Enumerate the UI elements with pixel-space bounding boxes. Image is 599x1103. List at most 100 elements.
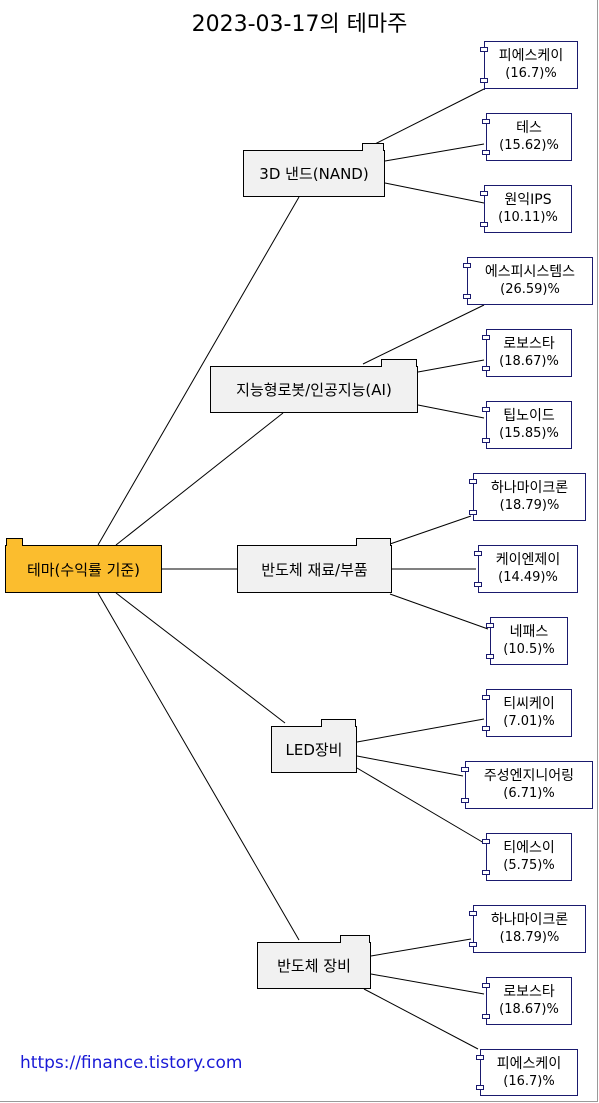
folder-tab [362,143,384,151]
theme-label: 반도체 재료/부품 [261,560,368,579]
stock-node: 원익IPS (10.11)% [480,185,572,233]
stock-name: 네패스 [509,624,549,640]
edge-t5-s3 [363,988,479,1050]
edge-root-theme-4 [115,592,286,724]
edge-t3-s1 [389,515,472,545]
stock-change: (14.49)% [498,570,558,585]
component-port [482,438,490,443]
stock-change: (18.67)% [499,1002,559,1017]
theme-label: 3D 낸드(NAND) [259,165,369,183]
stock-change: (15.85)% [499,426,559,441]
stock-change: (18.79)% [499,498,560,513]
component-port [482,870,490,875]
component-port [482,695,490,700]
stock-node: 로보스타 (18.67)% [482,977,572,1025]
stock-node: 하나마이크론 (18.79)% [469,905,586,953]
component-port [461,767,469,772]
stock-node: 에스피시스템스 (26.59)% [463,257,593,305]
folder-tab [356,538,391,546]
component-port [486,654,494,659]
component-port [463,294,471,299]
folder-tab [6,538,23,546]
folder-tab [340,935,370,943]
footer-link[interactable]: https://finance.tistory.com [20,1053,243,1073]
edge-t1-s3 [384,182,485,204]
stock-change: (10.11)% [498,210,558,225]
stock-node: 하나마이크론 (18.79)% [469,473,586,521]
edge-t3-s3 [389,593,489,630]
stock-name: 하나마이크론 [490,480,569,496]
theme-node-semiconductor-equipment: 반도체 장비 [257,935,371,989]
stock-name: 티에스이 [503,840,555,856]
stock-name: 티씨케이 [503,696,555,712]
edge-t1-s2 [384,143,485,162]
component-port [482,335,490,340]
stock-node: 티에스이 (5.75)% [482,833,572,881]
component-port [476,1055,484,1060]
edge-t4-s3 [356,767,485,844]
component-port [469,911,477,916]
component-port [480,191,488,196]
component-port [482,407,490,412]
component-port [482,839,490,844]
stock-change: (6.71)% [503,786,555,801]
stock-change: (5.75)% [503,858,555,873]
edge-t4-s2 [356,755,464,777]
theme-node-robot-ai: 지능형로봇/인공지능(AI) [210,359,418,413]
stock-node: 팁노이드 (15.85)% [482,401,572,449]
theme-node-3d-nand: 3D 낸드(NAND) [243,143,385,197]
edge-t5-s2 [370,973,485,995]
component-port [482,119,490,124]
stock-change: (16.7)% [505,66,557,81]
component-port [482,366,490,371]
component-port [474,582,482,587]
stock-name: 피에스케이 [496,1055,562,1072]
stock-name: 하나마이크론 [490,912,569,928]
component-port [463,263,471,268]
root-label: 테마(수익률 기준) [26,560,141,579]
component-port [474,551,482,556]
edge-t5-s1 [370,938,472,957]
component-port [480,222,488,227]
stock-name: 피에스케이 [498,48,564,64]
component-port [482,983,490,988]
component-port [469,479,477,484]
stock-node: 피에스케이 (16.7)% [476,1049,578,1096]
stock-node: 케이엔제이 (14.49)% [474,545,578,593]
component-port [482,1014,490,1019]
stock-change: (10.5)% [503,642,555,657]
component-port [461,798,469,803]
theme-node-led-equipment: LED장비 [271,719,357,773]
edge-t2-s3 [417,404,485,419]
component-port [482,150,490,155]
component-port [480,47,488,52]
stock-node: 로보스타 (18.67)% [482,329,572,377]
stock-change: (16.7)% [503,1073,555,1089]
stock-name: 팁노이드 [503,408,555,424]
theme-label: 지능형로봇/인공지능(AI) [236,381,392,399]
edge-root-theme-2 [115,412,284,546]
stock-name: 에스피시스템스 [484,264,576,280]
stock-name: 로보스타 [503,336,555,352]
theme-node-semiconductor-materials: 반도체 재료/부품 [237,538,392,593]
component-port [476,1085,484,1090]
stock-change: (26.59)% [500,282,560,297]
theme-label: 반도체 장비 [277,957,351,975]
stock-node: 주성엔지니어링 (6.71)% [461,761,593,809]
stock-name: 원익IPS [504,192,552,208]
stock-name: 로보스타 [503,984,555,1000]
stock-node: 테스 (15.62)% [482,113,572,161]
component-port [482,726,490,731]
stock-change: (7.01)% [503,714,555,729]
stock-name: 케이엔제이 [495,552,561,568]
component-port [469,942,477,947]
stock-name: 주성엔지니어링 [483,768,575,784]
stock-node: 피에스케이 (16.7)% [480,41,578,90]
stock-change: (18.67)% [499,354,559,369]
folder-tab [381,359,417,367]
edge-root-theme-5 [97,592,300,941]
edge-t2-s2 [417,359,485,373]
edge-root-theme-1 [97,196,300,546]
